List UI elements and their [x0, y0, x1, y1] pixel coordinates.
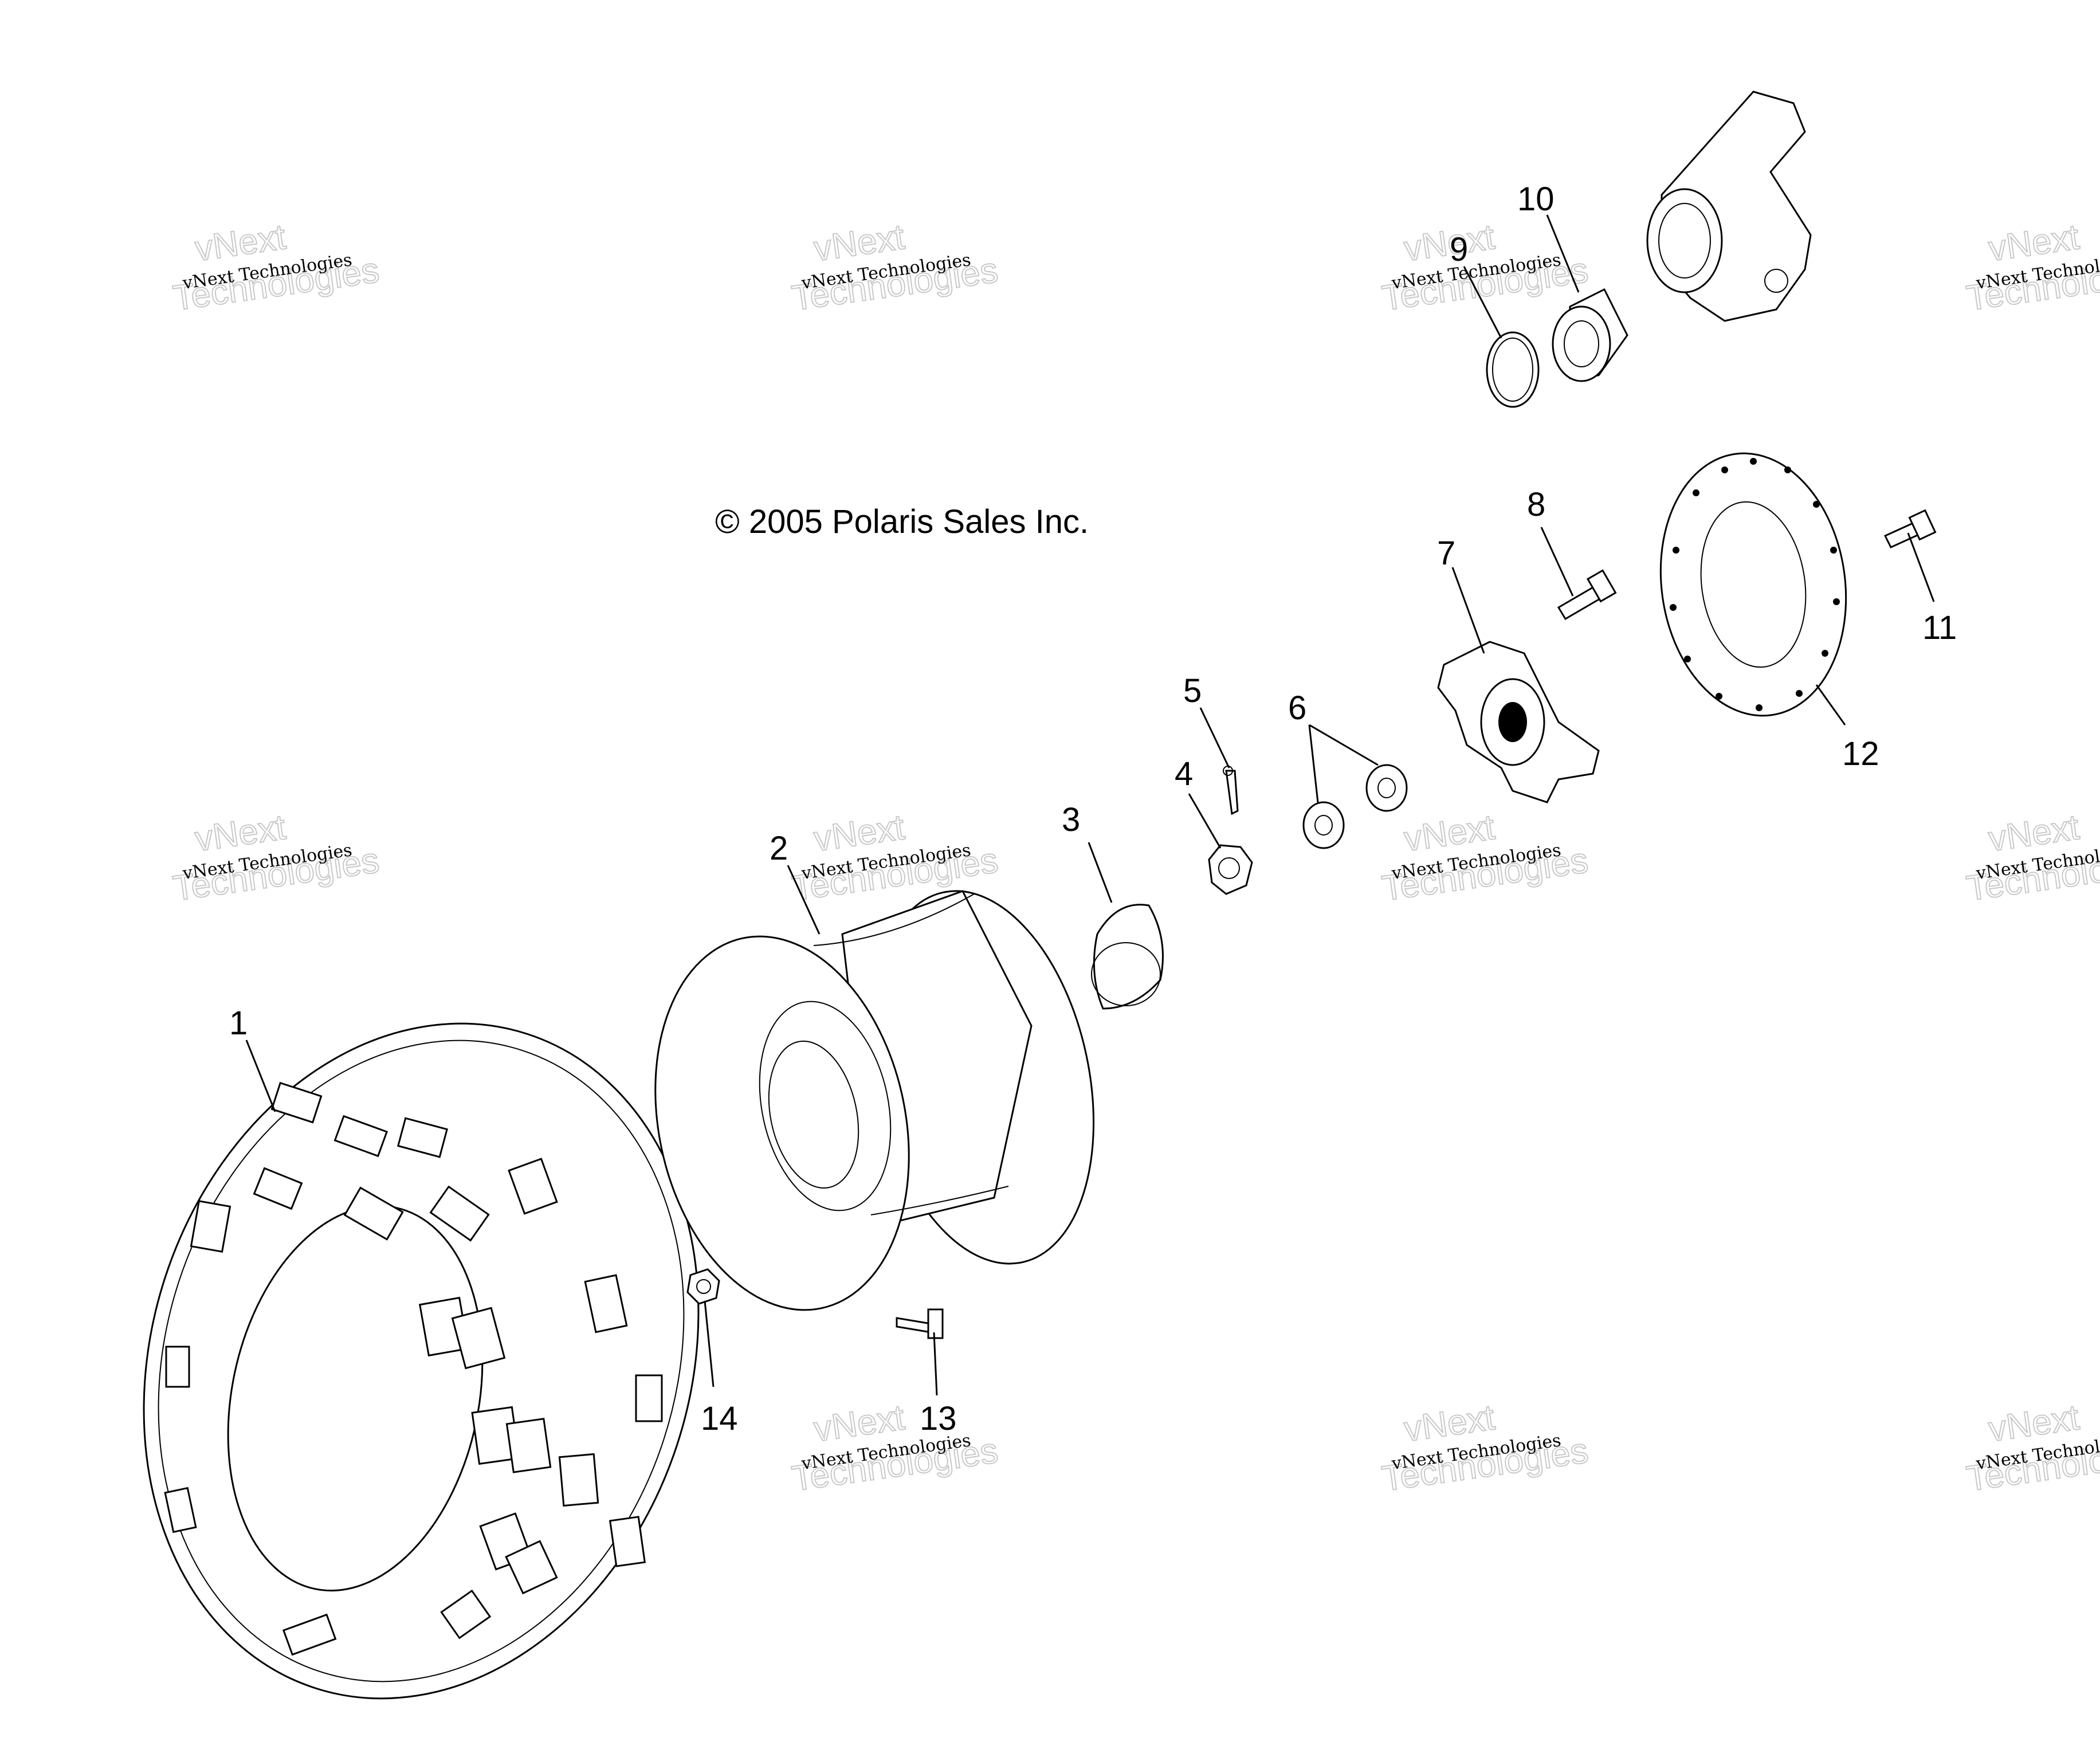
hub-bolt-drawing [1557, 569, 1617, 621]
lug-nut-drawing [686, 1268, 720, 1305]
cotter-pin-drawing [1223, 766, 1239, 815]
snap-ring-drawing [1486, 331, 1540, 408]
brake-disc-drawing [1659, 452, 1847, 717]
tire-drawing [143, 1022, 700, 1700]
callouts: 1 2 3 4 5 6 7 8 9 10 11 12 13 14 [229, 181, 1957, 1437]
callout-3: 3 [1062, 801, 1080, 838]
callout-8: 8 [1527, 486, 1545, 523]
watermark: vNext Technologies vNext Technologies [789, 217, 1001, 319]
watermark: vNext Technologies vNext Technologies [1964, 1397, 2100, 1500]
knuckle-drawing [1646, 91, 1812, 322]
washers-drawing [1302, 764, 1408, 849]
callout-4: 4 [1175, 755, 1193, 793]
callout-1: 1 [229, 1005, 248, 1042]
wheel-hub-drawing [1437, 641, 1600, 803]
valve-stem-drawing [896, 1308, 944, 1339]
bearing-drawing [1552, 288, 1628, 382]
callout-12: 12 [1842, 735, 1879, 772]
copyright-text: © 2005 Polaris Sales Inc. [715, 503, 1089, 540]
wheel-rim-drawing [654, 890, 1095, 1311]
callout-10: 10 [1517, 181, 1555, 218]
callout-14: 14 [701, 1400, 738, 1437]
callout-11: 11 [1922, 609, 1957, 646]
leader-lines [245, 214, 1935, 1396]
castle-nut-drawing [1208, 844, 1253, 895]
callout-5: 5 [1183, 672, 1202, 709]
callout-9: 9 [1450, 231, 1468, 268]
callout-13: 13 [920, 1400, 957, 1437]
callout-2: 2 [770, 830, 788, 867]
callout-6: 6 [1288, 689, 1306, 727]
hub-cap-drawing [1091, 904, 1164, 1010]
callout-7: 7 [1437, 535, 1455, 572]
disc-bolt-drawing [1883, 509, 1937, 548]
